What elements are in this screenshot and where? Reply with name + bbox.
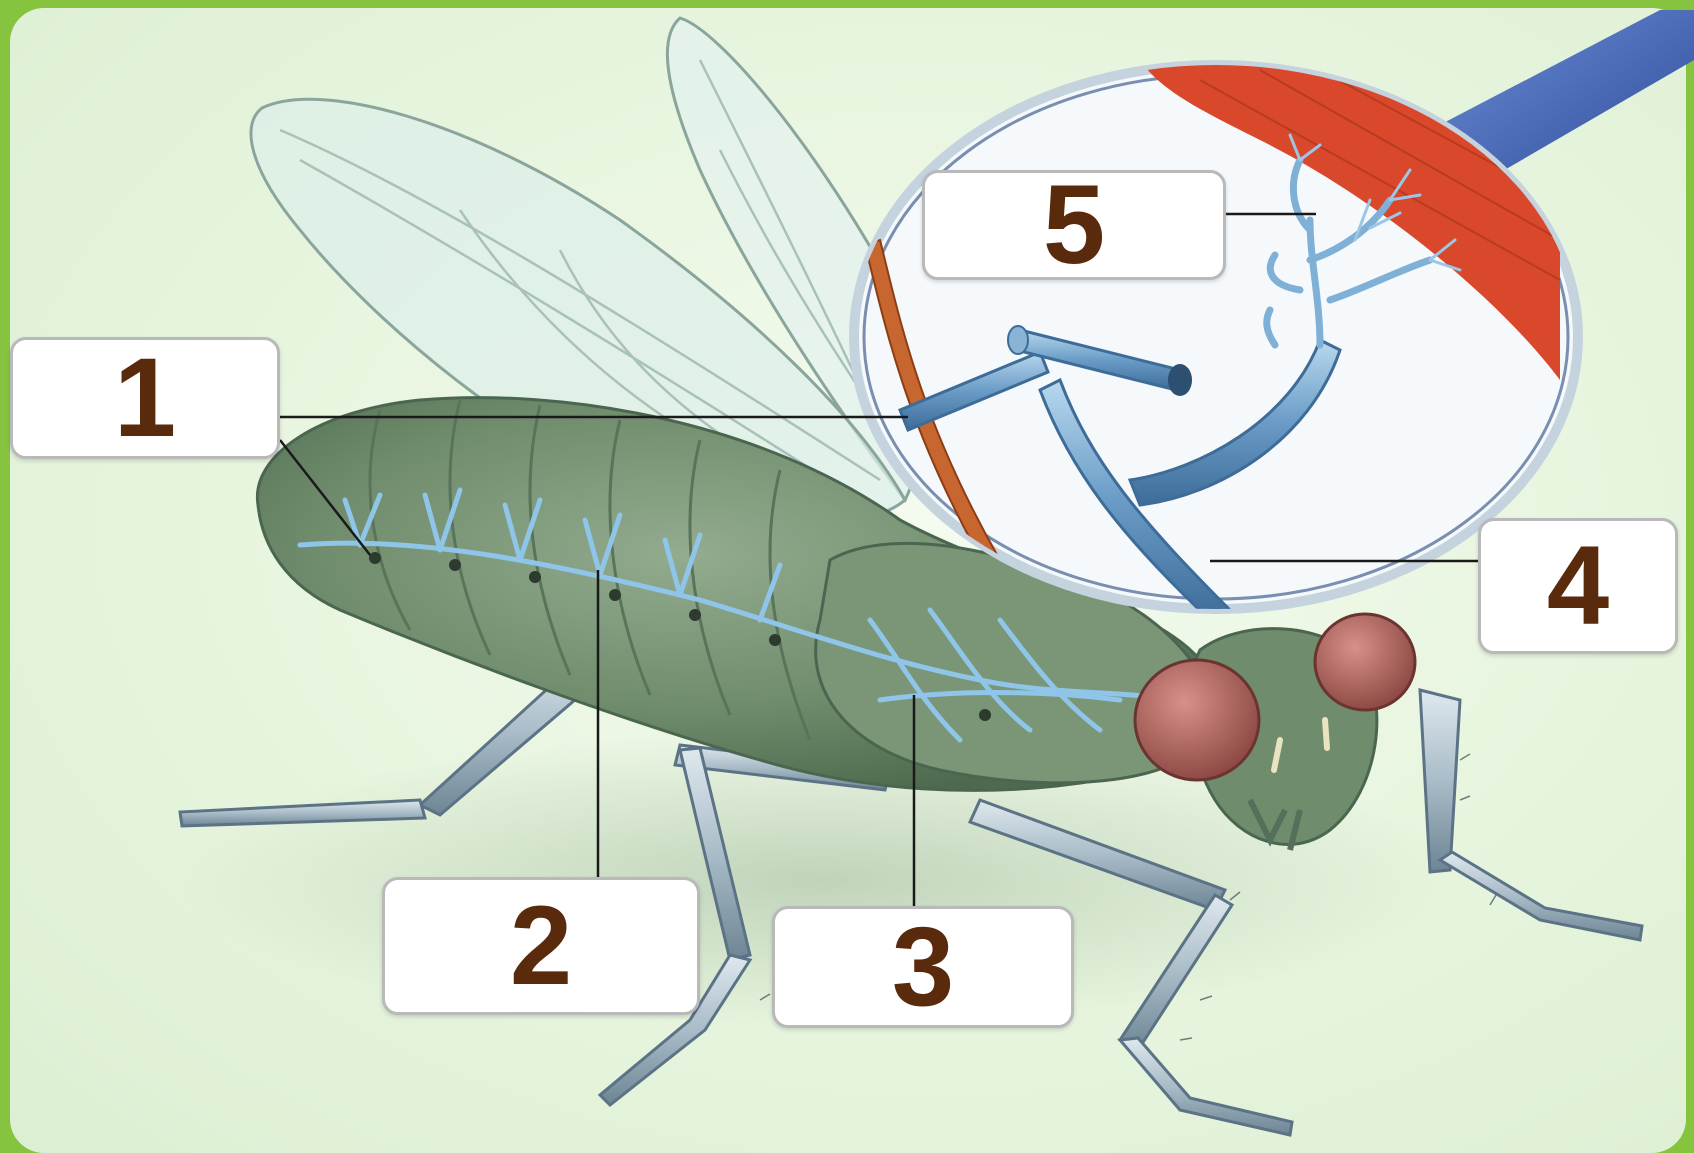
label-box-3: 3 bbox=[772, 906, 1074, 1028]
label-box-5: 5 bbox=[922, 170, 1226, 280]
label-2-text: 2 bbox=[510, 890, 572, 1002]
label-box-1: 1 bbox=[10, 337, 280, 459]
label-box-4: 4 bbox=[1478, 518, 1678, 654]
magnified-view bbox=[854, 60, 1578, 620]
compound-eye-far bbox=[1315, 614, 1415, 710]
label-5-text: 5 bbox=[1043, 169, 1105, 281]
label-1-text: 1 bbox=[114, 342, 176, 454]
label-3-text: 3 bbox=[892, 911, 954, 1023]
label-box-2: 2 bbox=[382, 877, 700, 1015]
compound-eye-near bbox=[1135, 660, 1259, 780]
label-4-text: 4 bbox=[1547, 530, 1609, 642]
